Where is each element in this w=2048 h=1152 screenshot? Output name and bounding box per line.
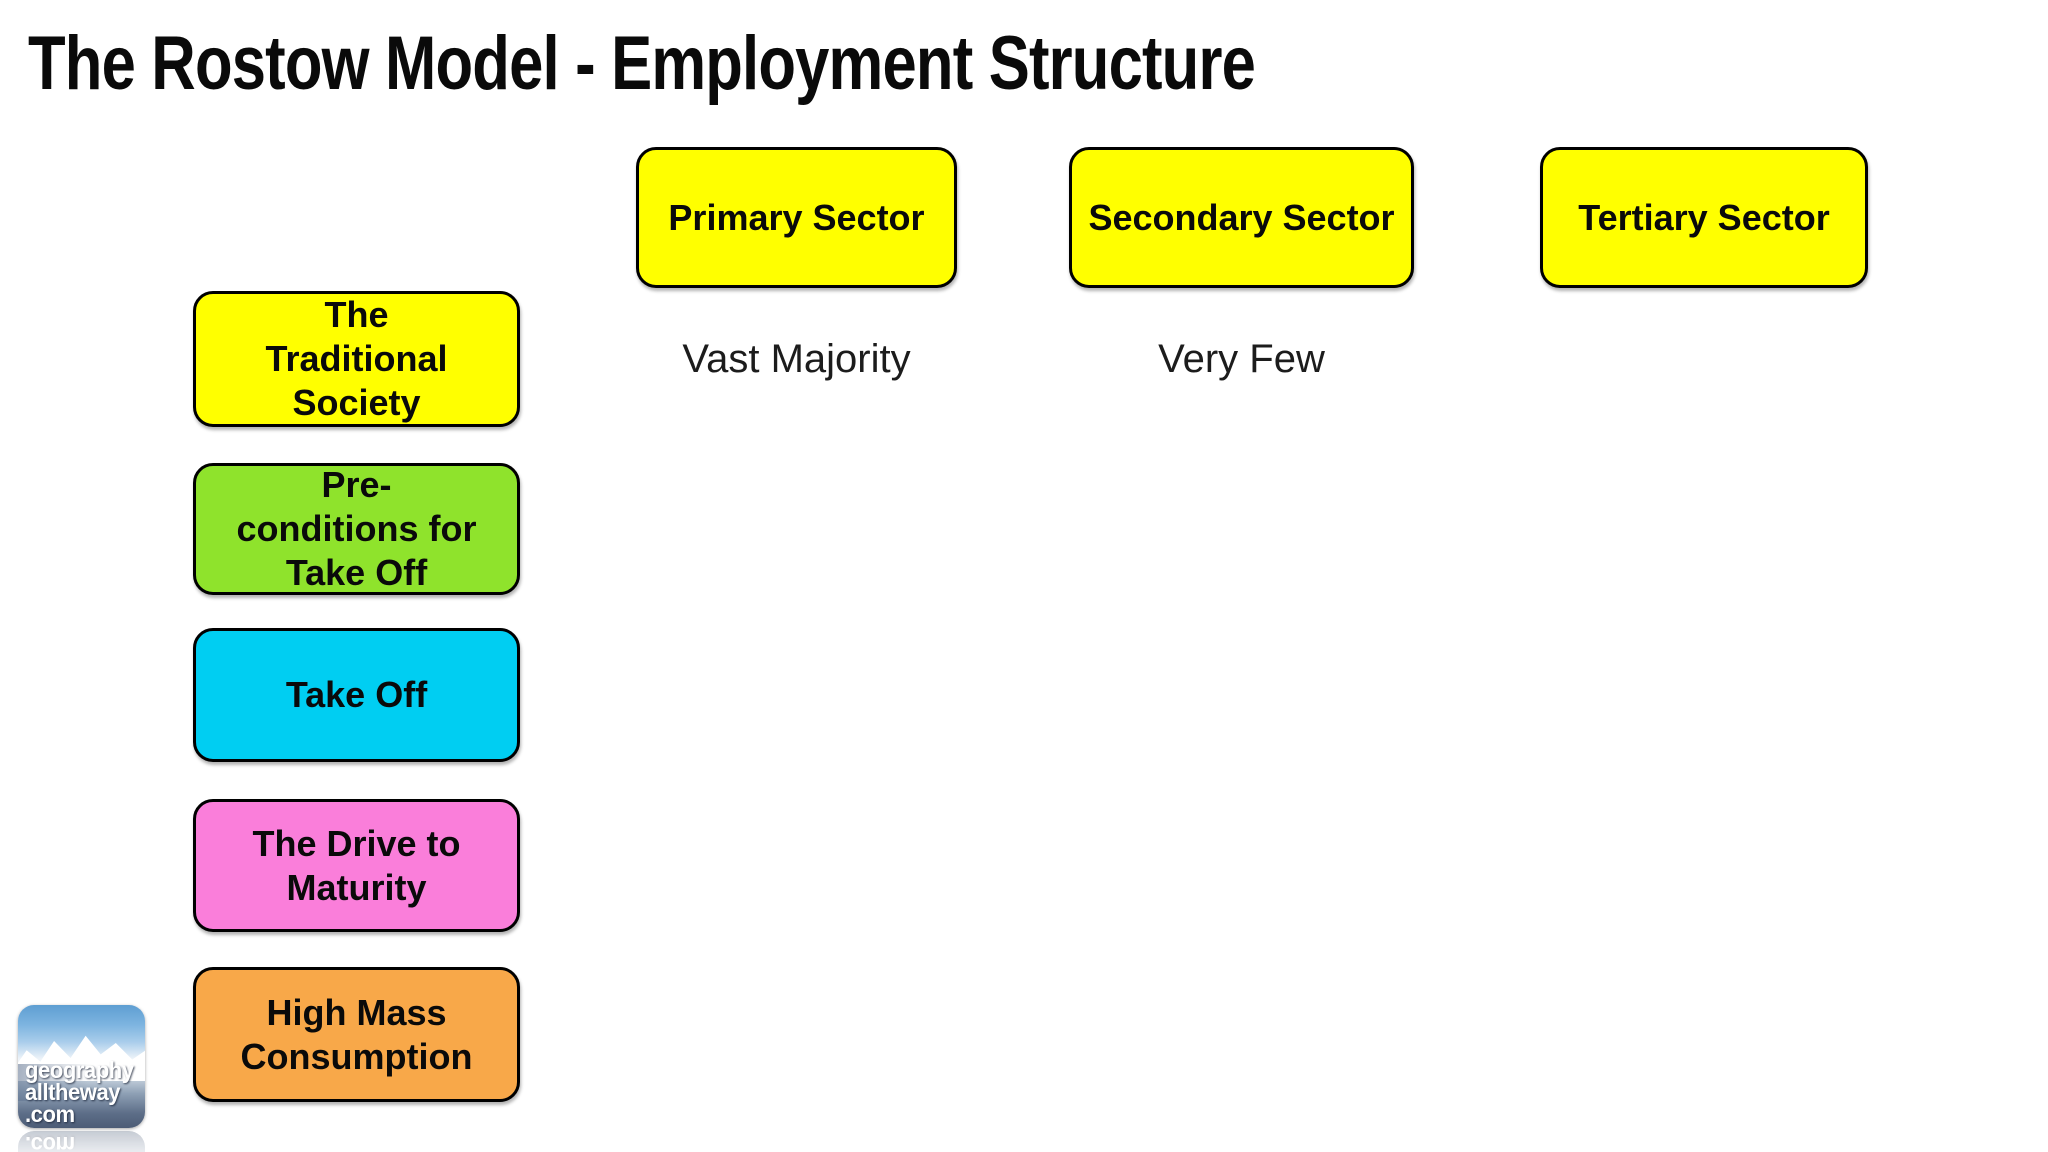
- geographyalltheway-logo: geography alltheway .com: [18, 1005, 145, 1128]
- logo-wordmark: geography alltheway .com: [25, 1132, 134, 1152]
- logo-line-3: .com: [25, 1132, 75, 1152]
- cell-traditional-secondary: Very Few: [1158, 336, 1325, 381]
- stage-box-traditional-society: The Traditional Society: [193, 291, 520, 427]
- sector-header-primary: Primary Sector: [636, 147, 957, 288]
- logo-wordmark: geography alltheway .com: [25, 1057, 134, 1127]
- stage-box-take-off: Take Off: [193, 628, 520, 762]
- page-title: The Rostow Model - Employment Structure: [28, 21, 1256, 106]
- logo-line-2: alltheway: [25, 1079, 121, 1105]
- logo-line-3: .com: [25, 1101, 75, 1127]
- cell-traditional-primary: Vast Majority: [682, 336, 911, 381]
- logo-reflection: geography alltheway .com: [18, 1131, 145, 1152]
- mountain-shade-graphic: [18, 1064, 145, 1101]
- sector-header-tertiary: Tertiary Sector: [1540, 147, 1868, 288]
- sector-header-secondary: Secondary Sector: [1069, 147, 1414, 288]
- stage-box-high-mass-consumption: High Mass Consumption: [193, 967, 520, 1102]
- stage-box-drive-to-maturity: The Drive to Maturity: [193, 799, 520, 932]
- logo-line-1: geography: [25, 1057, 134, 1083]
- stage-box-preconditions-take-off: Pre-conditions for Take Off: [193, 463, 520, 595]
